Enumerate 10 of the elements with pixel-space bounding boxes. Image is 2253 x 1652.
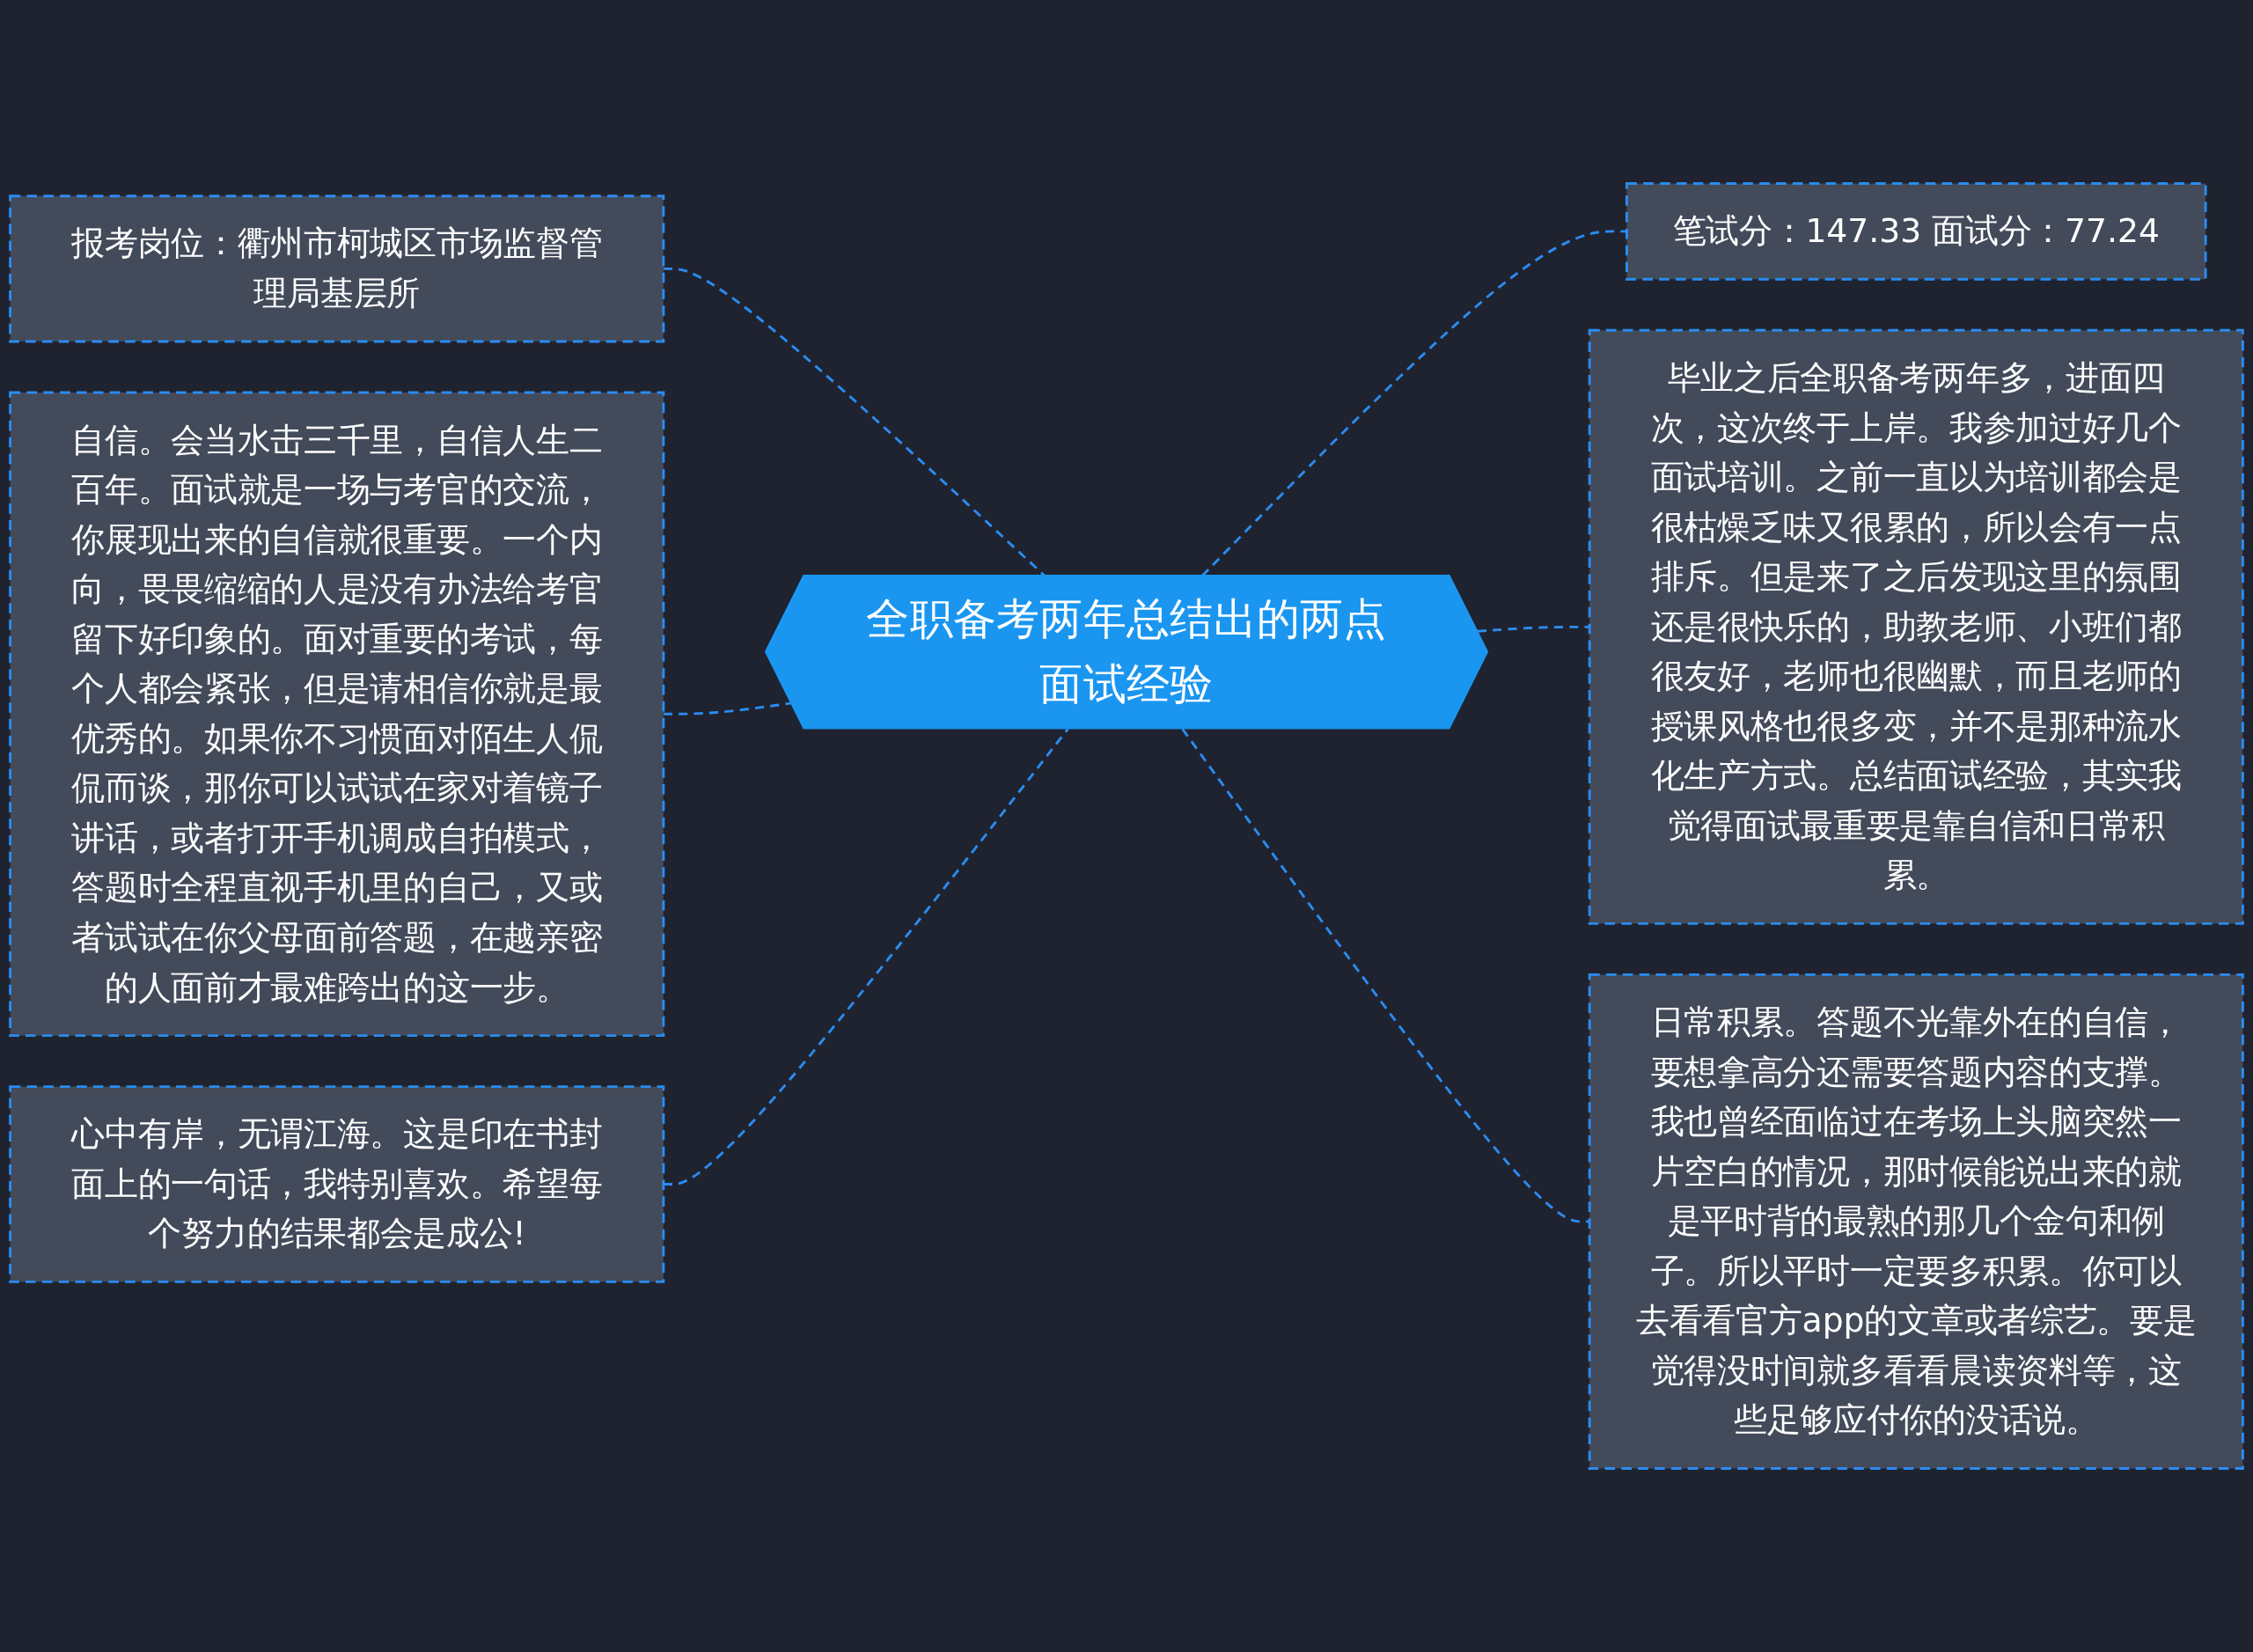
connector (663, 701, 792, 716)
connector (1477, 625, 1590, 633)
node-box: 心中有岸，无谓江海。这是印在书封面上的一句话，我特别喜欢。希望每个努力的结果都会是成公! (9, 1085, 665, 1283)
node-box: 日常积累。答题不光靠外在的自信，要想拿高分还需要答题内容的支撑。我也曾经面临过在考场上头脑突然一片空白的情况，那时候能说出来的就是平时背的最熟的那几个金句和例子。所以平时一定要多积累。你可以去看看官方app的文章或者综艺。要是觉得没时间就多看看晨读资料等，这些足够应付你的没话说。 (1588, 973, 2244, 1470)
connector (1181, 728, 1590, 1223)
connector (663, 728, 1069, 1186)
node-box: 报考岗位：衢州市柯城区市场监督管理局基层所 (9, 195, 665, 343)
node-box: 毕业之后全职备考两年多，进面四次，这次终于上岸。我参加过好几个面试培训。之前一直以为培训都会是很枯燥乏味又很累的，所以会有一点排斥。但是来了之后发现这里的氛围还是很快乐的，助教老师、小班们都很友好，老师也很幽默，而且老师的授课风格也很多变，并不是那种流水化生产方式。总结面试经验，其实我觉得面试最重要是靠自信和日常积累。 (1588, 328, 2244, 925)
node-box: 自信。会当水击三千里，自信人生二百年。面试就是一场与考官的交流，你展现出来的自信就很重要。一个内向，畏畏缩缩的人是没有办法给考官留下好印象的。面对重要的考试，每个人都会紧张，但是请相信你就是最优秀的。如果你不习惯面对陌生人侃侃而谈，那你可以试试在家对着镜子讲话，或者打开手机调成自拍模式，答题时全程直视手机里的自己，又或者试试在你父母面前答题，在越亲密的人面前才最难跨出的这一步。 (9, 391, 665, 1038)
node-box: 笔试分：147.33 面试分：77.24 (1625, 182, 2207, 281)
